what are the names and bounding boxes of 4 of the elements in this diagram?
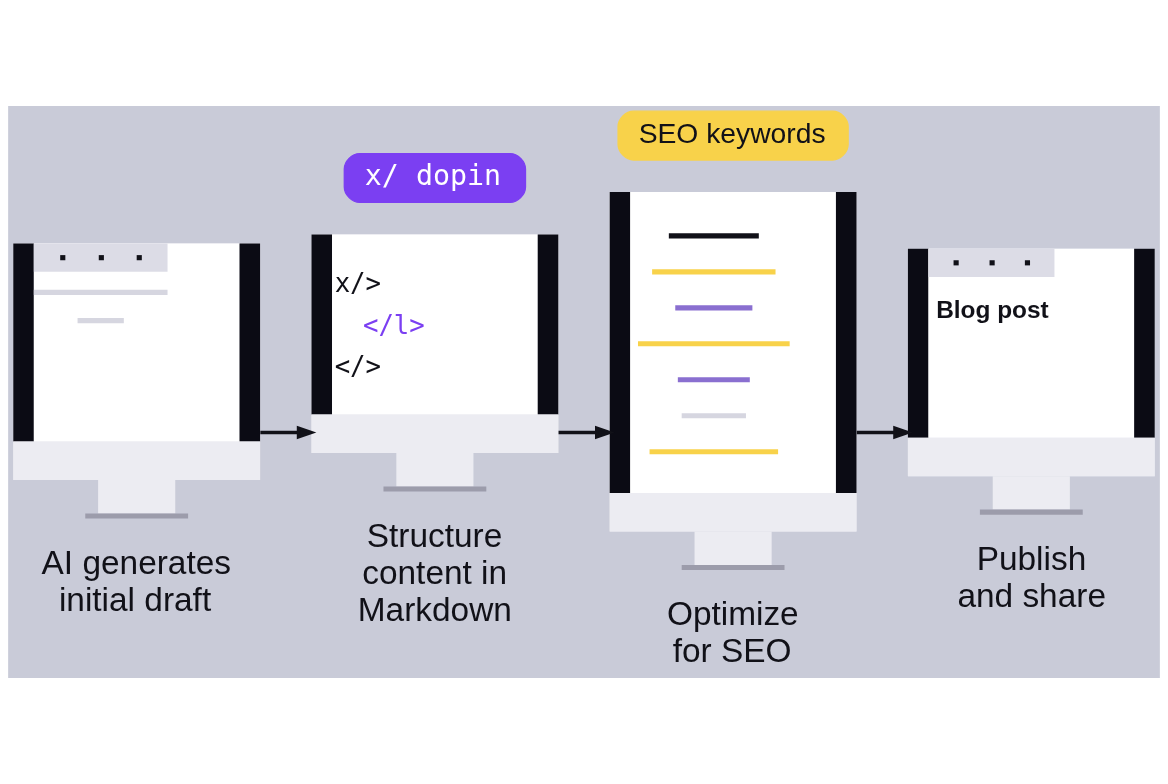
node-label: Publish and share <box>957 539 1106 615</box>
node-label: Optimize for SEO <box>666 595 799 670</box>
node-label: AI generates initial draft <box>41 543 231 618</box>
node-label: Structure content in Markdown <box>357 516 512 629</box>
